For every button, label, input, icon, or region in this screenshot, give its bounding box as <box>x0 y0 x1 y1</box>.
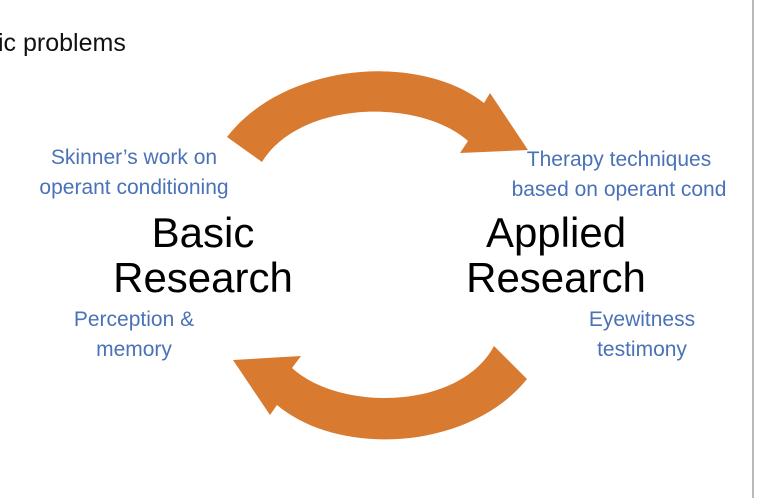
basic-example-top-line2: operant conditioning <box>39 176 229 199</box>
applied-example-bottom-line1: Eyewitness <box>588 308 696 331</box>
basic-example-top: Skinner’s work on operant conditioning <box>20 143 248 203</box>
applied-example-top: Therapy techniques based on operant cond <box>490 145 748 205</box>
applied-example-bottom: Eyewitness testimony <box>566 305 718 365</box>
slide-right-border <box>752 0 754 498</box>
basic-example-top-line1: Skinner’s work on <box>50 146 218 169</box>
applied-example-bottom-line2: testimony <box>597 338 687 361</box>
basic-example-bottom: Perception & memory <box>54 305 214 365</box>
applied-example-top-line2: based on operant cond <box>511 178 727 201</box>
slide-heading-fragment: ic problems <box>0 29 126 57</box>
top-cycle-arrow <box>227 71 528 162</box>
basic-research-title: Basic Research <box>95 210 311 300</box>
applied-research-title-line2: Research <box>466 254 646 301</box>
basic-research-title-line2: Research <box>113 254 293 301</box>
applied-research-title-line1: Applied <box>485 209 627 256</box>
basic-example-bottom-line1: Perception & <box>73 308 195 331</box>
applied-research-title: Applied Research <box>446 210 666 300</box>
bottom-cycle-arrow <box>233 346 527 440</box>
basic-example-bottom-line2: memory <box>96 338 172 361</box>
applied-example-top-line1: Therapy techniques <box>526 148 712 171</box>
basic-research-title-line1: Basic <box>151 209 255 256</box>
